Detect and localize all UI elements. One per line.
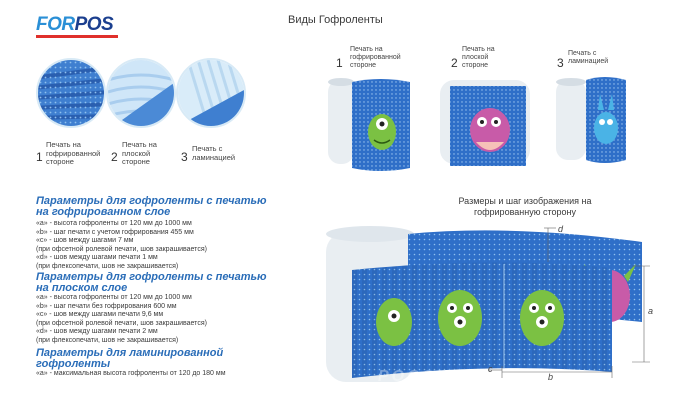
- param-line: «а» - высота гофроленты от 120 мм до 100…: [36, 220, 192, 227]
- kind-label-2: Печать на плоской стороне: [122, 140, 157, 166]
- section-title-corrugated: Параметры для гофроленты с печатью на го…: [36, 195, 267, 218]
- param-line: (при флексопечати, шов не закрашивается): [36, 263, 179, 270]
- print-step-diagram: [326, 226, 650, 382]
- dimension-label-d: d: [558, 224, 564, 234]
- param-line: «c» - шов между шагами печати 9,6 мм: [36, 311, 164, 319]
- watermark-text: РОССИЯ: [378, 368, 466, 385]
- flat-print-sample: [106, 58, 176, 128]
- kind-number-2: 2: [111, 150, 118, 164]
- sizes-diagram-title: Размеры и шаг изображения на гофрированн…: [458, 196, 592, 217]
- dimension-label-b: b: [548, 372, 554, 382]
- corrugated-print-sample: [36, 58, 106, 128]
- param-line: (при офсетной ролевой печати, шов закраш…: [36, 319, 207, 327]
- param-line: «c» - шов между шагами 7 мм: [36, 237, 134, 245]
- param-line: (при флексопечати, шов не закрашивается): [36, 337, 179, 344]
- logo-part-for: FOR: [36, 14, 75, 35]
- kind-label-3: Печать с ламинацией: [192, 144, 236, 162]
- param-line: «а» - высота гофроленты от 120 мм до 100…: [36, 294, 192, 301]
- dimension-label-a: a: [648, 306, 654, 316]
- logo-part-pos: POS: [74, 14, 114, 35]
- top-kind-number-2: 2: [451, 56, 458, 70]
- page-title: Виды Гофроленты: [288, 14, 383, 26]
- logo-underline: [36, 35, 118, 38]
- section-title-flat: Параметры для гофроленты с печатью на пл…: [36, 271, 267, 294]
- laminated-roll-illustration: [556, 77, 626, 163]
- param-line: «а» - максимальная высота гофроленты от …: [36, 370, 226, 377]
- top-kind-label-1: Печать на гофрированной стороне: [350, 46, 401, 69]
- kind-number-1: 1: [36, 150, 43, 164]
- top-kind-number-1: 1: [336, 56, 343, 70]
- laminated-print-sample: [176, 58, 246, 128]
- dimension-label-c: c: [488, 364, 493, 374]
- flat-roll-illustration: [440, 80, 530, 166]
- kind-number-3: 3: [181, 150, 188, 164]
- param-line: (при офсетной ролевой печати, шов закраш…: [36, 245, 207, 253]
- top-kind-number-3: 3: [557, 56, 564, 70]
- kind-label-1: Печать на гофрированной стороне: [46, 140, 101, 166]
- corrugated-roll-illustration: [328, 78, 410, 171]
- param-line: «d» - шов между шагами печати 2 мм: [36, 328, 158, 336]
- param-line: «d» - шов между шагами печати 1 мм: [36, 254, 158, 262]
- param-line: «b» - шаг печати с учетом гофрирования 4…: [36, 228, 194, 236]
- top-kind-label-2: Печать на плоской стороне: [462, 46, 495, 69]
- param-line: «b» - шаг печати без гофрирования 600 мм: [36, 302, 177, 310]
- section-title-laminated: Параметры для ламинированной гофроленты: [36, 347, 224, 370]
- top-kind-label-3: Печать с ламинацией: [568, 50, 609, 65]
